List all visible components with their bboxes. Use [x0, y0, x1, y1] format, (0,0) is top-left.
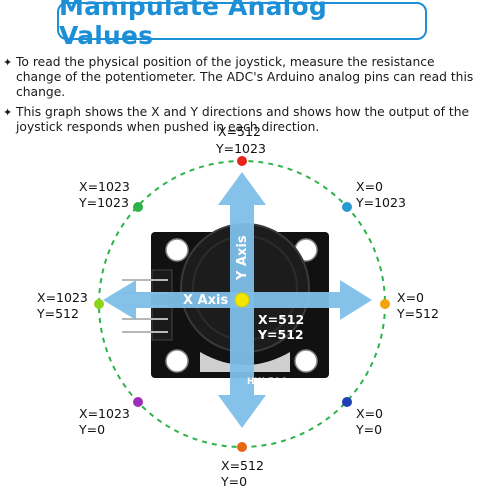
mount-hole-icon — [294, 349, 318, 373]
center-y-label: Y=512 — [257, 327, 304, 342]
mount-hole-icon — [165, 238, 189, 262]
point-top-y: Y=1023 — [215, 141, 266, 156]
point-bottom-left-dot — [133, 397, 143, 407]
point-top-x: X=512 — [218, 124, 261, 139]
y-axis-label: Y Axis — [235, 235, 250, 281]
point-bottom-x: X=512 — [221, 458, 264, 473]
point-top-right-dot — [342, 202, 352, 212]
point-right-x: X=0 — [397, 290, 424, 305]
point-right-dot — [380, 299, 390, 309]
page-title: Manipulate Analog Values — [59, 0, 327, 50]
mount-hole-icon — [165, 349, 189, 373]
description-list: ✦ To read the physical position of the j… — [3, 55, 475, 140]
point-right-y: Y=512 — [396, 306, 439, 321]
bullet-item: ✦ This graph shows the X and Y direction… — [3, 105, 475, 135]
bullet-item: ✦ To read the physical position of the j… — [3, 55, 475, 100]
point-top-right-y: Y=1023 — [355, 195, 406, 210]
point-left-y: Y=512 — [36, 306, 79, 321]
point-bottom-left-x: X=1023 — [79, 406, 130, 421]
point-bottom-right-x: X=0 — [356, 406, 383, 421]
point-top-left-x: X=1023 — [79, 179, 130, 194]
point-top-right-x: X=0 — [356, 179, 383, 194]
thumbstick-base — [200, 352, 290, 372]
point-bottom-right-dot — [342, 397, 352, 407]
point-top-left-y: Y=1023 — [78, 195, 129, 210]
module-label: HW-504 — [247, 377, 287, 387]
title-banner: Manipulate Analog Values — [57, 0, 427, 50]
star-bullet-icon: ✦ — [3, 56, 13, 69]
point-bottom-dot — [237, 442, 247, 452]
point-bottom-right-y: Y=0 — [355, 422, 382, 437]
bullet-text: To read the physical position of the joy… — [16, 55, 474, 99]
center-dot — [234, 292, 250, 308]
star-bullet-icon: ✦ — [3, 106, 13, 119]
point-bottom-left-y: Y=0 — [78, 422, 105, 437]
x-axis-label: X Axis — [183, 293, 228, 308]
center-x-label: X=512 — [258, 312, 304, 327]
point-top-left-dot — [133, 202, 143, 212]
point-left-dot — [94, 299, 104, 309]
point-left-x: X=1023 — [37, 290, 88, 305]
bullet-text: This graph shows the X and Y directions … — [16, 105, 470, 134]
point-top-dot — [237, 156, 247, 166]
point-bottom-y: Y=0 — [220, 474, 247, 488]
